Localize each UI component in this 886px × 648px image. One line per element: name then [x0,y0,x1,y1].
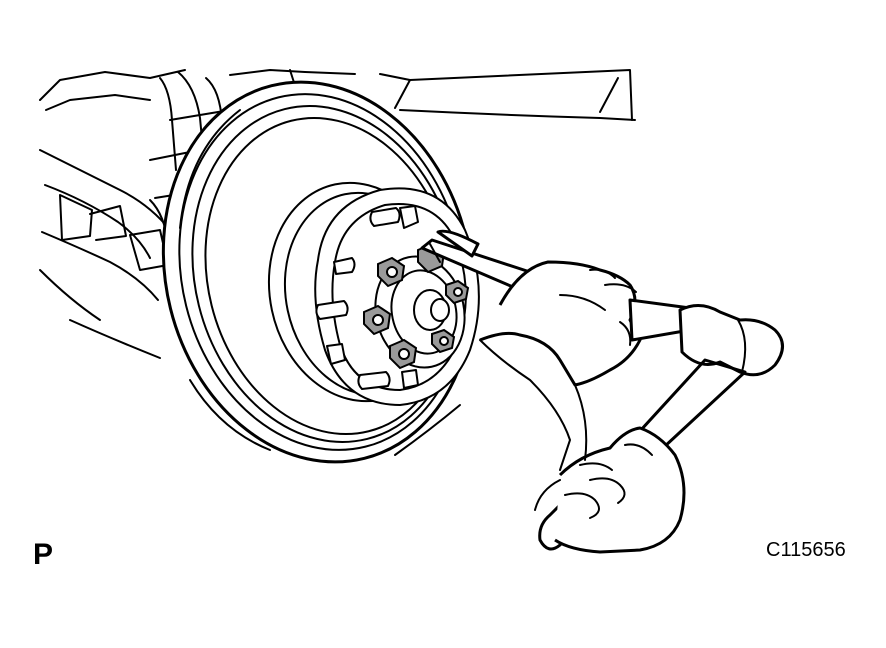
lug-nut [389,338,418,370]
lug-nut [431,328,456,354]
lug-nut [377,256,406,288]
figure-code: C115656 [766,539,846,561]
lower-hand [534,426,686,554]
lug-nut [363,304,392,336]
view-label: P [33,538,54,571]
ground-lines [394,384,588,461]
wheel-studs [315,207,401,390]
upper-hand [479,260,642,471]
lug-nuts [363,242,470,370]
lug-nut [445,279,470,305]
